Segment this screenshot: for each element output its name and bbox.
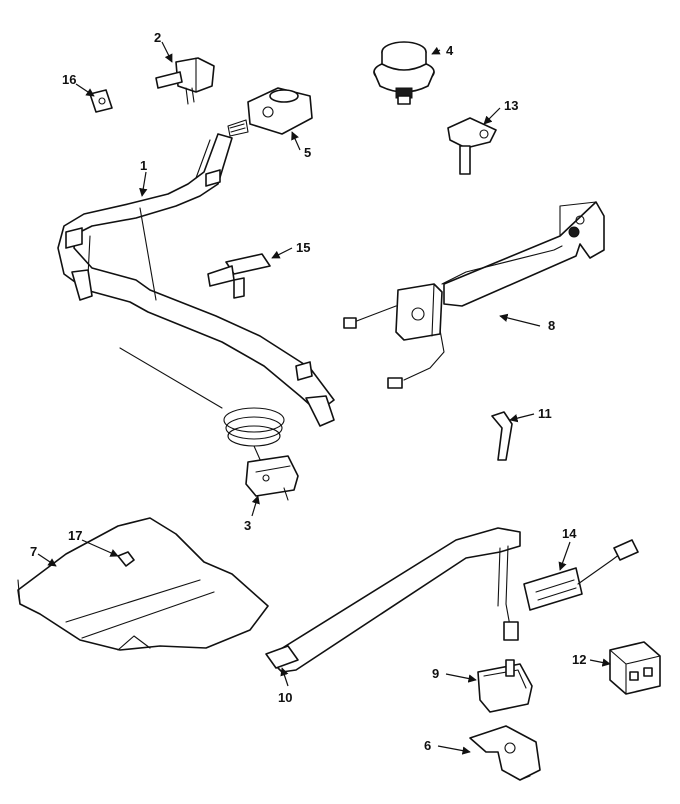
label-part-7: 7 [30,544,37,559]
part-8-burner-assembly [343,201,605,389]
part-10-tube [265,527,521,673]
label-part-5: 5 [304,145,311,160]
label-part-8: 8 [548,318,555,333]
part-14-ignitor [523,539,639,611]
label-part-15: 15 [296,240,310,255]
part-7-heat-shield [17,517,269,651]
part-5-regulator [227,87,313,137]
label-part-9: 9 [432,666,439,681]
part-3-thermostat [119,347,299,501]
part-2-valve [155,57,215,105]
label-part-14: 14 [562,526,577,541]
part-4-burner-cap [373,41,435,105]
label-part-16: 16 [62,72,76,87]
part-1-manifold [57,133,335,427]
part-6-bracket [469,725,541,781]
label-part-12: 12 [572,652,586,667]
part-12-switch-block [609,641,661,695]
label-part-2: 2 [154,30,161,45]
part-9-switch [477,659,533,713]
part-16-clip [89,89,113,113]
label-part-10: 10 [278,690,292,705]
label-part-17: 17 [68,528,82,543]
label-part-11: 11 [538,406,552,421]
part-13-electrode [447,117,497,175]
part-labels: 1 2 3 4 5 6 7 8 9 10 11 12 13 14 15 16 1… [30,30,586,753]
leader-lines [37,41,611,755]
part-11-hose [491,411,513,461]
label-part-1: 1 [140,158,147,173]
label-part-3: 3 [244,518,251,533]
label-part-13: 13 [504,98,518,113]
label-part-6: 6 [424,738,431,753]
label-part-4: 4 [446,43,454,58]
part-15-valve [207,253,271,299]
